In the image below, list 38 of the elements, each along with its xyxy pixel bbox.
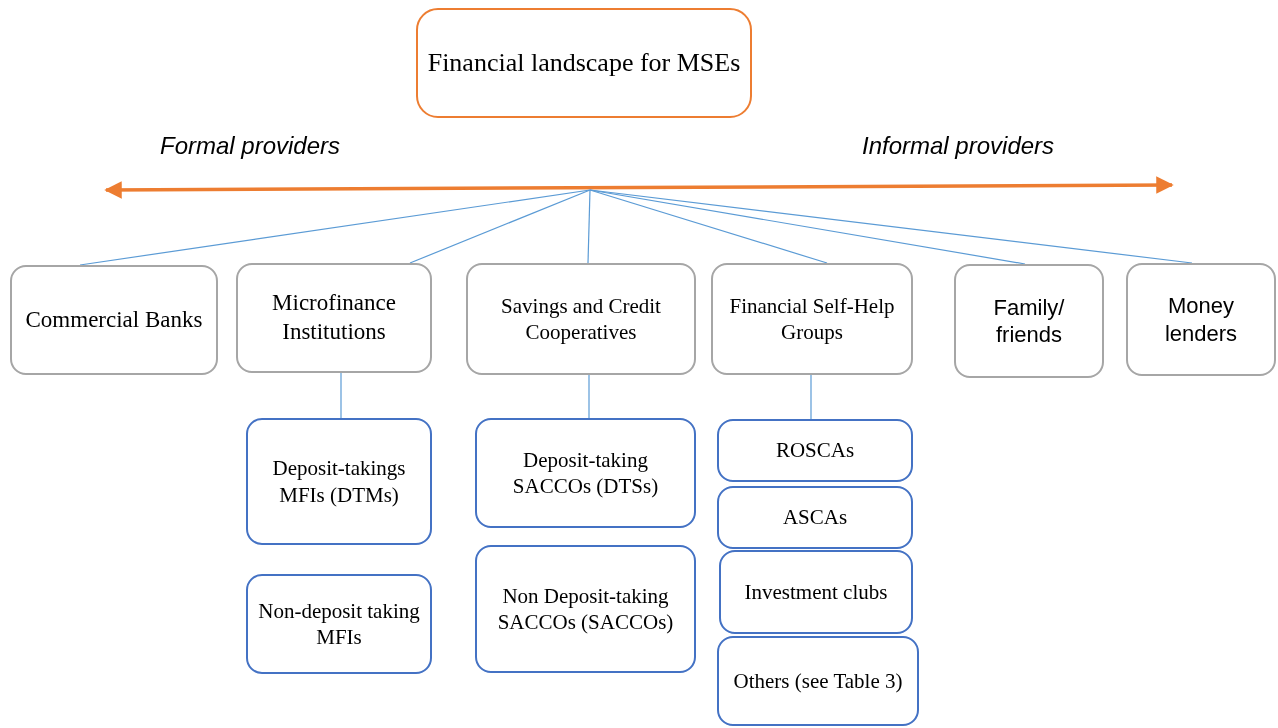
rounded-box bbox=[246, 418, 432, 545]
box-label: Family/ friends bbox=[992, 293, 1066, 349]
rounded-box bbox=[717, 636, 919, 726]
box-label: Non-deposit taking MFIs bbox=[257, 597, 421, 651]
rounded-box bbox=[1126, 263, 1276, 376]
rounded-box bbox=[954, 264, 1104, 378]
rounded-box bbox=[416, 8, 752, 118]
box-label: ROSCAs bbox=[774, 437, 856, 464]
box-label: Microfinance Institutions bbox=[271, 289, 397, 346]
rounded-box bbox=[711, 263, 913, 375]
rounded-box bbox=[717, 486, 913, 549]
rounded-box bbox=[717, 419, 913, 482]
connector-line bbox=[810, 374, 812, 420]
box-label: Savings and Credit Cooperatives bbox=[500, 292, 662, 346]
connector-line bbox=[588, 374, 590, 419]
rounded-box bbox=[719, 550, 913, 634]
box-label: Money lenders bbox=[1163, 292, 1239, 347]
axis-label: Formal providers bbox=[160, 132, 341, 160]
rounded-box bbox=[236, 263, 432, 373]
rounded-box bbox=[466, 263, 696, 375]
box-label: Deposit-takings MFIs (DTMs) bbox=[271, 455, 407, 508]
axis-label: Informal providers bbox=[862, 132, 1055, 160]
box-label: Non Deposit-taking SACCOs (SACCOs) bbox=[496, 582, 675, 636]
rounded-box bbox=[10, 265, 218, 375]
rounded-box bbox=[246, 574, 432, 674]
box-label: Deposit-taking SACCOs (DTSs) bbox=[511, 446, 660, 500]
box-label: Commercial Banks bbox=[24, 305, 204, 334]
box-label: Financial landscape for MSEs bbox=[426, 46, 742, 79]
rounded-box bbox=[475, 418, 696, 528]
connector-line bbox=[340, 372, 342, 419]
rounded-box bbox=[475, 545, 696, 673]
box-label: Financial Self-Help Groups bbox=[728, 292, 896, 346]
connector-line bbox=[409, 189, 591, 264]
connector-line bbox=[587, 189, 591, 264]
box-label: Others (see Table 3) bbox=[732, 667, 904, 695]
box-label: Investment clubs bbox=[743, 578, 889, 606]
box-label: ASCAs bbox=[781, 504, 849, 531]
connector-line bbox=[589, 189, 1193, 264]
